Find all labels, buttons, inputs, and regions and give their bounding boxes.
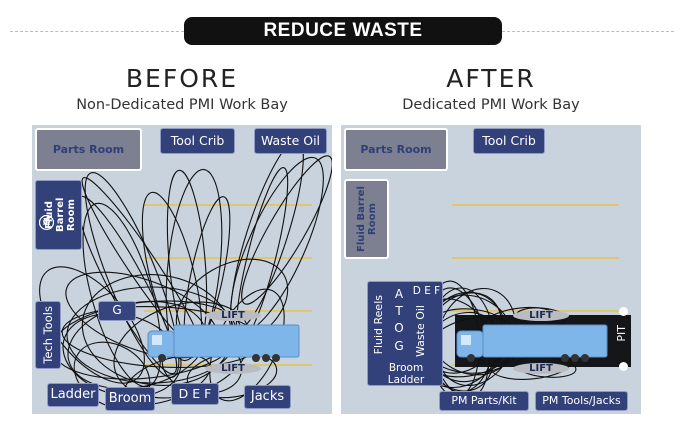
ladder-label: Ladder [387, 374, 425, 387]
pit-corner-dot [619, 362, 628, 371]
movement-paths [39, 139, 332, 409]
tech-tools-label: Tech Tools [40, 306, 55, 364]
waste-oil-label: Waste Oil [413, 305, 427, 357]
fluid-barrel-room: Fluid Barrel Room [344, 179, 389, 259]
before-subtitle: Non-Dedicated PMI Work Bay [76, 97, 288, 113]
ladder: Ladder [47, 383, 99, 407]
fluid-station: Fluid Reels A T O G D E F Waste Oil Broo… [367, 281, 443, 386]
lift-bottom: LIFT [513, 363, 569, 374]
fluid-barrel-room-label: Fluid Barrel Room [355, 186, 378, 252]
lift-top: LIFT [205, 310, 261, 321]
atog-a: A [394, 287, 404, 301]
g-station: G [98, 301, 136, 321]
tool-crib: Tool Crib [473, 128, 545, 154]
before-panel: Parts Room Tool Crib Waste Oil A T O Flu… [32, 125, 332, 414]
atog-o: O [394, 321, 404, 336]
after-title: AFTER [446, 64, 536, 93]
before-title: BEFORE [125, 64, 239, 93]
broom-label: Broom [388, 362, 424, 374]
ato-o: O [39, 215, 54, 230]
after-subtitle: Dedicated PMI Work Bay [402, 97, 580, 113]
banner-divider-right [502, 31, 674, 32]
fluid-reels-label: Fluid Reels [371, 295, 385, 355]
jacks: Jacks [244, 385, 291, 409]
parts-room: Parts Room [35, 128, 142, 171]
tool-crib: Tool Crib [160, 128, 235, 154]
after-panel: PIT Parts [341, 125, 641, 414]
lift-top: LIFT [513, 310, 569, 321]
atog-g: G [394, 338, 404, 353]
truck-icon [147, 324, 300, 362]
atog-t: T [395, 304, 403, 319]
fluid-barrel-room-label: Fluid Barrel Room [44, 197, 77, 233]
truck-icon [456, 324, 608, 362]
broom: Broom [105, 387, 155, 411]
parts-room: Parts Room [344, 128, 448, 171]
waste-oil: Waste Oil [254, 128, 327, 154]
def: D E F [171, 383, 219, 405]
def-label: D E F [412, 285, 441, 297]
pm-parts-kit: PM Parts/Kit [439, 391, 529, 411]
lift-bottom: LIFT [205, 363, 261, 374]
tech-tools: Tech Tools [35, 301, 61, 369]
banner-title: REDUCE WASTE [184, 17, 502, 45]
pit-corner-dot [619, 307, 628, 316]
banner-divider-left [10, 31, 184, 32]
fluid-barrel-room: A T O Fluid Barrel Room [35, 180, 82, 250]
pm-tools-jacks: PM Tools/Jacks [535, 391, 628, 411]
